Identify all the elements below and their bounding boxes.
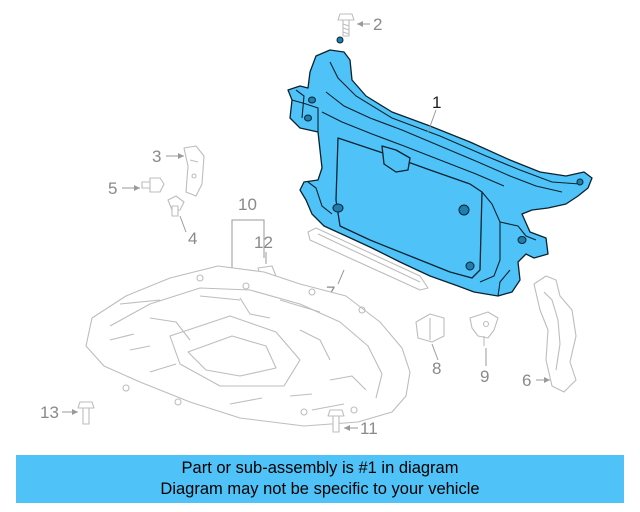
radiator-support-part-1 (287, 36, 593, 297)
callout-13: 13 (40, 403, 59, 422)
callout-3: 3 (152, 147, 161, 166)
callout-2: 2 (373, 15, 382, 34)
callout-9: 9 (480, 367, 489, 386)
bracket-part-8 (415, 313, 445, 343)
callout-6: 6 (522, 371, 531, 390)
bracket-part-9 (469, 311, 499, 346)
bracket-part-3 (183, 145, 205, 197)
callout-1: 1 (432, 93, 441, 112)
banner-line-2: Diagram may not be specific to your vehi… (160, 480, 480, 498)
parts-diagram: 2 1 3 (40, 13, 593, 438)
callout-10: 10 (238, 195, 257, 214)
bolt-part-4 (167, 195, 185, 217)
bolt-part-13 (77, 401, 95, 425)
callout-11: 11 (360, 419, 378, 438)
callout-8: 8 (432, 359, 441, 378)
callout-12: 12 (254, 233, 273, 252)
deflector-part-7 (307, 227, 429, 291)
bolt-part-2 (337, 13, 355, 37)
info-banner: Part or sub-assembly is #1 in diagram Di… (16, 455, 624, 503)
banner-line-1: Part or sub-assembly is #1 in diagram (181, 459, 459, 477)
callout-5: 5 (108, 179, 117, 198)
leader-10 (231, 219, 265, 268)
side-deflector-part-6 (533, 275, 577, 393)
callout-4: 4 (188, 229, 197, 248)
leader-1 (427, 109, 437, 133)
splash-shield-part-10 (85, 265, 411, 427)
bolt-part-11 (327, 409, 345, 433)
bolt-part-5 (141, 177, 165, 193)
